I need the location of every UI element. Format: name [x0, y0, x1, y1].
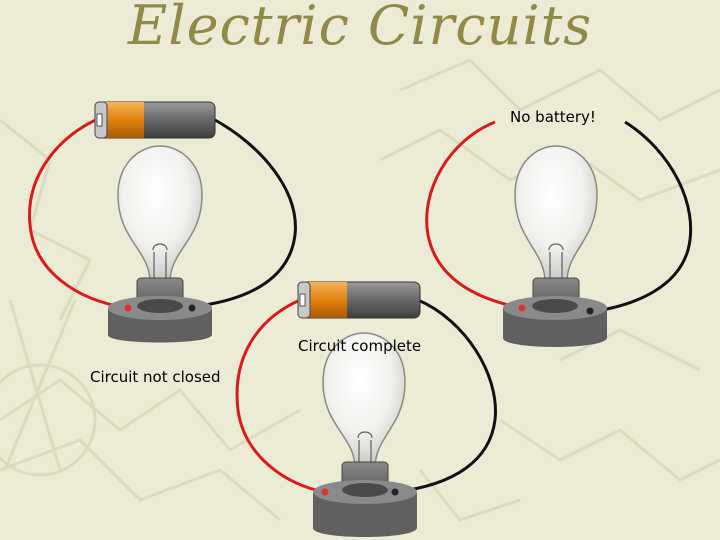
filament [152, 243, 168, 280]
light-bulb [503, 145, 607, 347]
bulb-glass [514, 145, 598, 283]
wire-black [589, 120, 693, 314]
battery [297, 281, 421, 319]
wire-red [235, 298, 326, 494]
terminal-left [321, 488, 329, 496]
terminal-right [391, 488, 399, 496]
circuit-left [28, 101, 297, 343]
light-bulb [108, 145, 212, 343]
socket-collar-ring [532, 299, 578, 313]
terminal-right [586, 307, 594, 315]
terminal-right [188, 304, 196, 312]
socket-collar-ring [342, 483, 388, 497]
terminal-left [518, 304, 526, 312]
label-no-battery: No battery! [510, 108, 596, 126]
socket-base [313, 492, 417, 537]
wire-red [425, 120, 523, 310]
wire-black [189, 118, 297, 309]
label-circuit-not-closed: Circuit not closed [90, 368, 221, 386]
wire-black [394, 298, 497, 494]
bulb-glass [117, 145, 203, 283]
terminal-left [124, 304, 132, 312]
circuit-middle [235, 281, 497, 537]
filament [548, 243, 564, 280]
socket-collar-ring [137, 299, 183, 313]
battery [94, 101, 216, 139]
slide-title: Electric Circuits [127, 0, 593, 57]
light-bulb [313, 332, 417, 537]
circuit-right [425, 120, 693, 347]
label-circuit-complete: Circuit complete [298, 337, 422, 355]
bulb-glass [322, 332, 406, 469]
wire-red [28, 116, 129, 310]
